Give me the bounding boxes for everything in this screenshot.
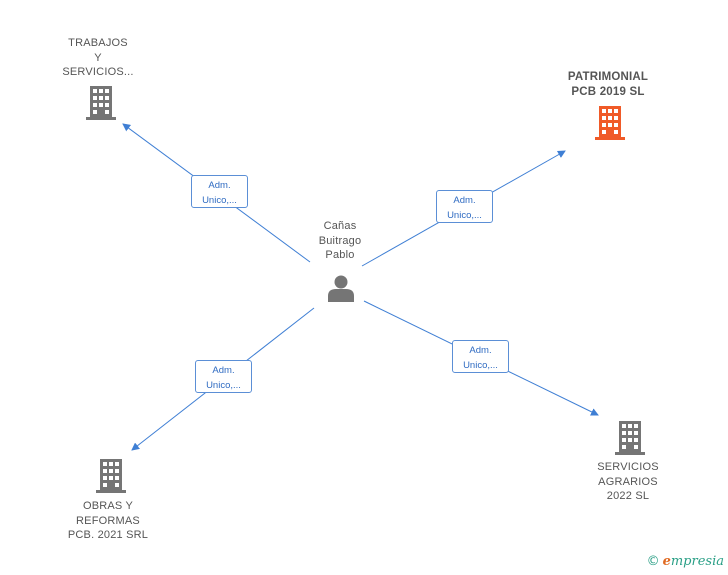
building-icon[interactable]	[595, 106, 625, 140]
brand-name: mpresia	[670, 554, 724, 569]
relation-label-servicios[interactable]: Adm. Unico,...	[452, 340, 509, 373]
relation-label-trabajos[interactable]: Adm. Unico,...	[191, 175, 248, 208]
company-name-obras[interactable]: OBRAS Y REFORMAS PCB. 2021 SRL	[67, 500, 149, 541]
center-person-name[interactable]: Cañas Buitrago Pablo	[318, 220, 362, 261]
relation-label-obras[interactable]: Adm. Unico,...	[195, 360, 252, 393]
company-name-trabajos[interactable]: TRABAJOS Y SERVICIOS...	[62, 37, 134, 78]
brand-initial: e	[662, 554, 671, 569]
building-icon[interactable]	[615, 421, 645, 455]
empresia-watermark[interactable]: ©empresia	[647, 554, 724, 569]
person-icon[interactable]	[327, 274, 355, 302]
relation-label-patrimonial[interactable]: Adm. Unico,...	[436, 190, 493, 223]
company-name-servicios[interactable]: SERVICIOS AGRARIOS 2022 SL	[597, 461, 659, 502]
copyright-icon: ©	[646, 554, 660, 569]
building-icon[interactable]	[86, 86, 116, 120]
building-icon[interactable]	[96, 459, 126, 493]
company-name-patrimonial[interactable]: PATRIMONIAL PCB 2019 SL	[567, 71, 649, 98]
